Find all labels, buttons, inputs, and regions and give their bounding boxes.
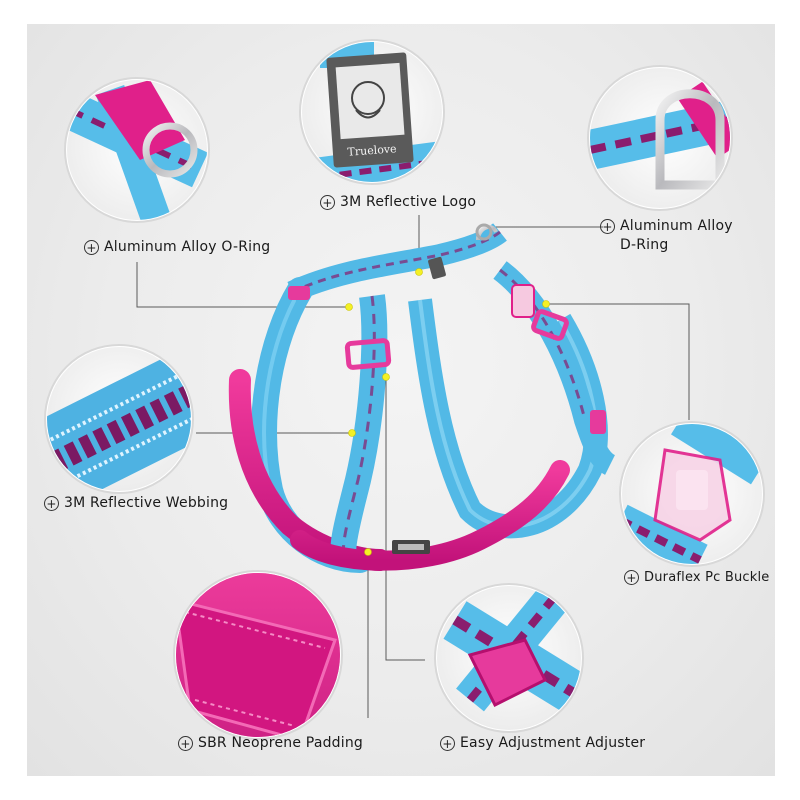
leader-lines bbox=[136, 215, 690, 718]
plus-circle-icon: + bbox=[624, 570, 639, 585]
plus-circle-icon: + bbox=[84, 240, 99, 255]
plus-circle-icon: + bbox=[320, 195, 335, 210]
label-d-ring: + Aluminum Alloy D-Ring bbox=[600, 217, 740, 255]
plus-circle-icon: + bbox=[44, 496, 59, 511]
label-padding: + SBR Neoprene Padding bbox=[178, 734, 363, 753]
label-buckle: + Duraflex Pc Buckle bbox=[624, 568, 770, 587]
zoom-o-ring bbox=[64, 77, 210, 223]
zoom-padding bbox=[173, 570, 343, 740]
brand-tag-text: Truelove bbox=[347, 142, 397, 158]
harness bbox=[228, 223, 616, 573]
label-logo: + 3M Reflective Logo bbox=[320, 193, 476, 212]
label-adjuster: + Easy Adjustment Adjuster bbox=[440, 734, 645, 753]
plus-circle-icon: + bbox=[178, 736, 193, 751]
label-o-ring: + Aluminum Alloy O-Ring bbox=[84, 238, 270, 257]
plus-circle-icon: + bbox=[440, 736, 455, 751]
zoom-d-ring bbox=[587, 65, 733, 211]
plus-circle-icon: + bbox=[600, 219, 615, 234]
label-webbing: + 3M Reflective Webbing bbox=[44, 494, 228, 513]
zoom-webbing bbox=[44, 344, 194, 494]
zoom-logo: Truelove bbox=[299, 39, 445, 185]
zoom-adjuster bbox=[434, 583, 584, 733]
zoom-buckle bbox=[619, 421, 765, 567]
